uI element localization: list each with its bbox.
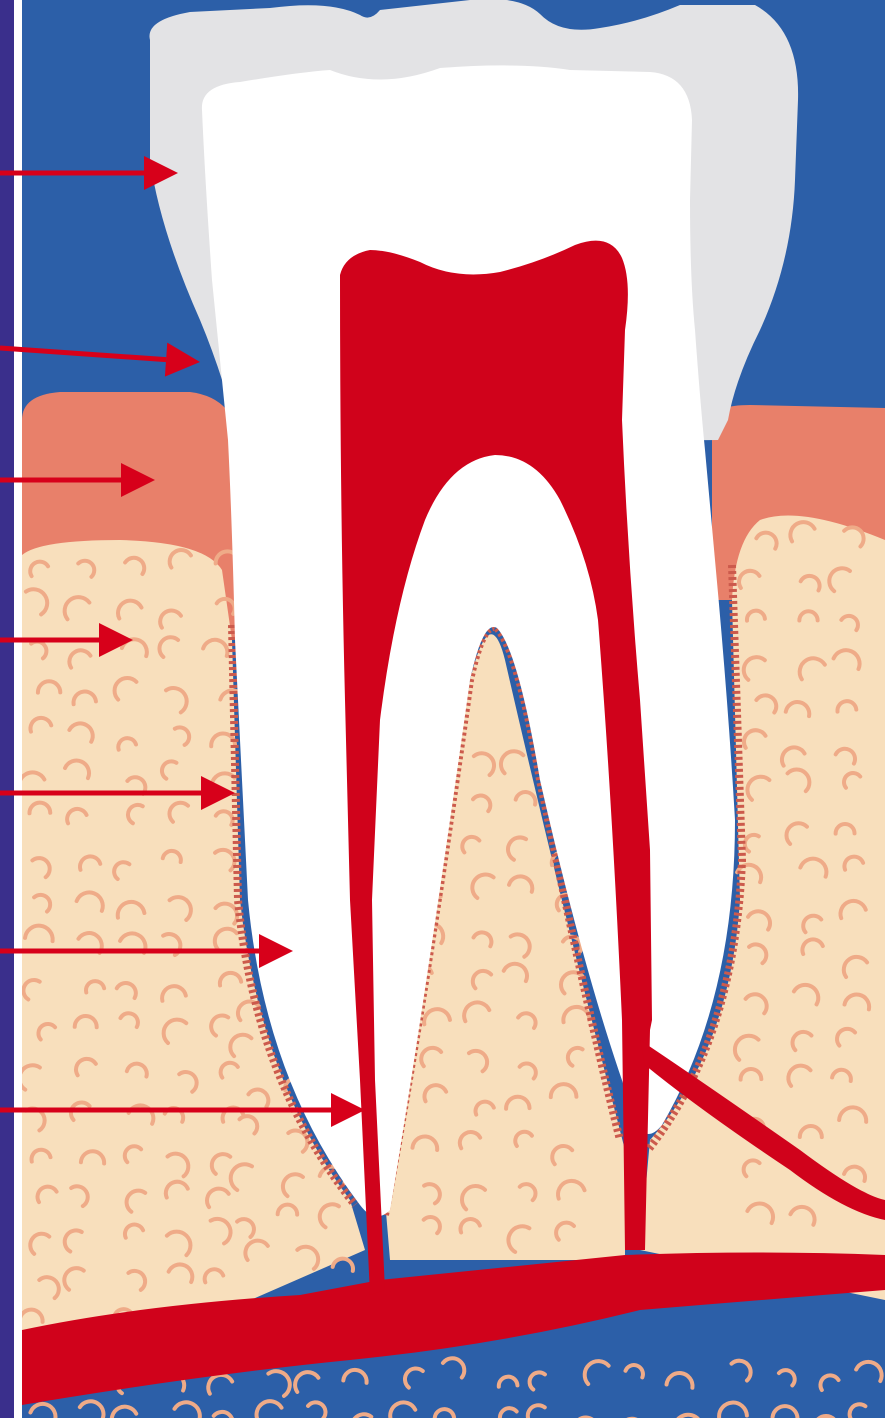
left-border bbox=[0, 0, 14, 1418]
left-border-gap bbox=[14, 0, 22, 1418]
